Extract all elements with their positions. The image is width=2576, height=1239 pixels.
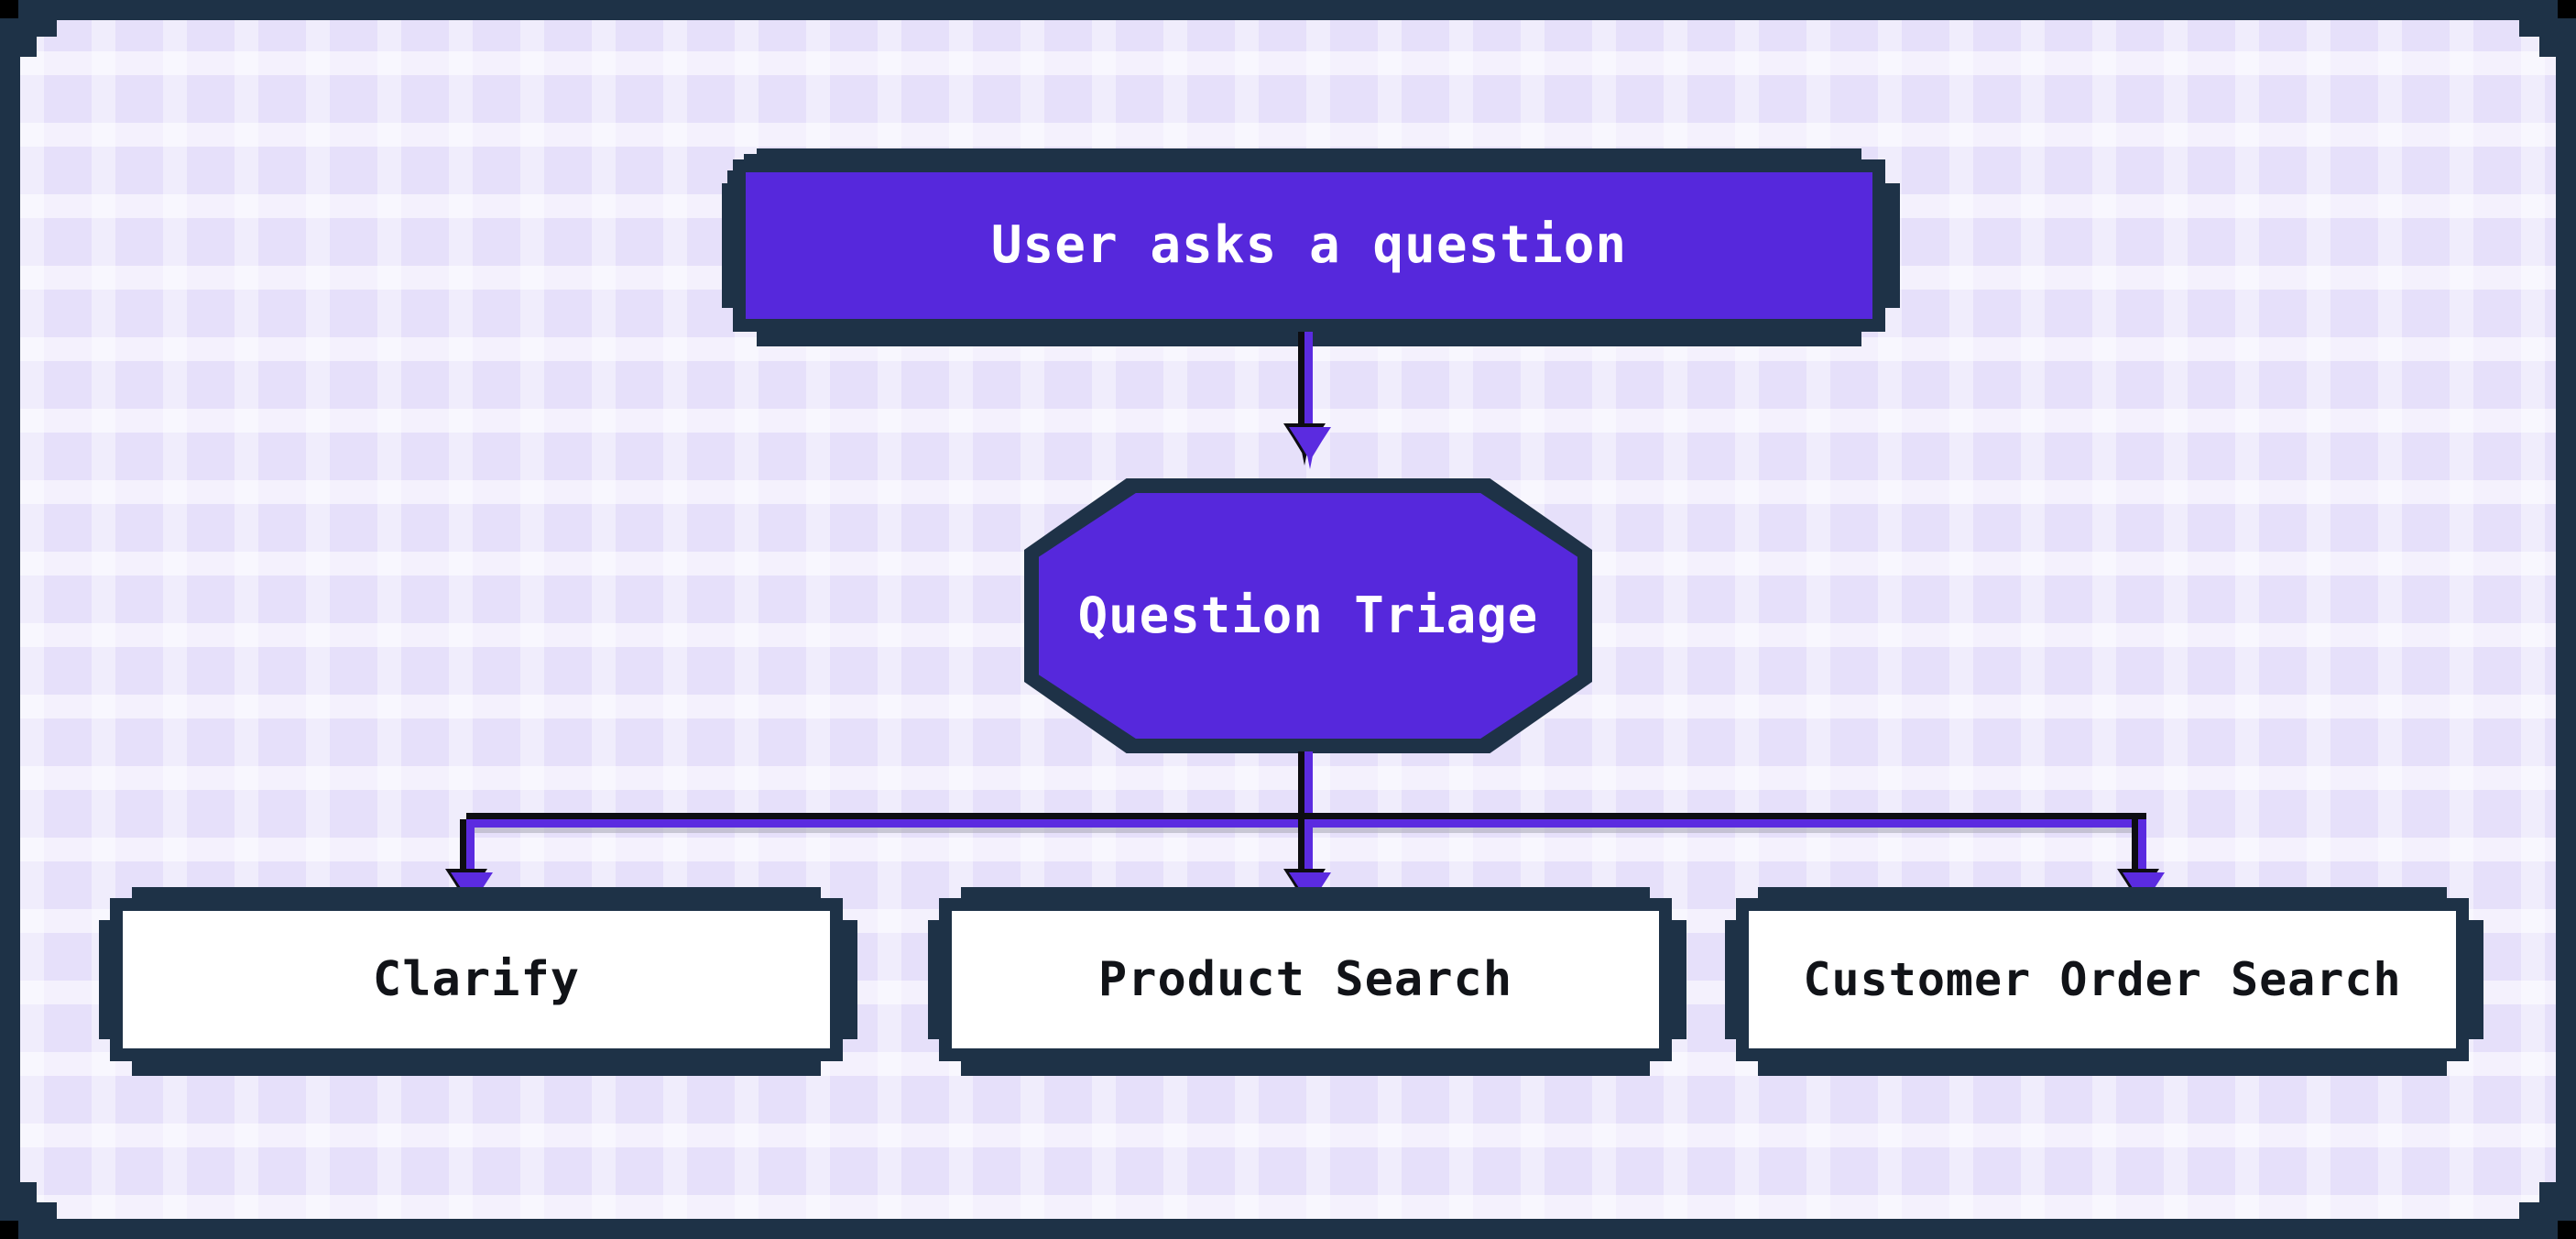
node-start-label: User asks a question (990, 215, 1628, 275)
node-start-corner-tl-1 (727, 170, 733, 183)
edge-start-triage-arrowhead (1283, 423, 1331, 469)
node-question-triage[interactable]: Question Triage (1024, 478, 1592, 753)
frame-corner-bottom-left (0, 1221, 18, 1239)
diagram-canvas: User asks a question Question Triage (20, 20, 2556, 1219)
node-start-edge-left (722, 183, 733, 308)
node-customer-body (1736, 898, 2469, 1061)
node-triage-body (1039, 493, 1577, 739)
node-clarify-edge-right (843, 920, 857, 1039)
node-customer-order-search[interactable]: Customer Order Search (1725, 887, 2483, 1076)
edge-triage-trunk-line (1298, 751, 1313, 825)
node-start-body (733, 159, 1885, 332)
node-start-corner-tl-2 (744, 154, 757, 159)
node-clarify[interactable]: Clarify (99, 887, 857, 1076)
node-product-edge-top (961, 887, 1650, 898)
edge-start-triage-line (1298, 332, 1313, 442)
node-product-search[interactable]: Product Search (928, 887, 1686, 1076)
edge-product-line (1298, 819, 1313, 898)
canvas-step-tl-b (20, 20, 37, 57)
node-product-edge-bottom (961, 1061, 1650, 1076)
node-customer-label: Customer Order Search (1803, 953, 2402, 1006)
canvas-step-br-b (2539, 1182, 2556, 1219)
canvas-step-tr-b (2539, 20, 2556, 57)
frame-corner-bottom-right (2558, 1221, 2576, 1239)
node-triage-label: Question Triage (1077, 587, 1539, 644)
node-customer-edge-left (1725, 920, 1736, 1039)
node-start-edge-right (1885, 183, 1900, 308)
node-clarify-body (110, 898, 843, 1061)
node-product-label: Product Search (1097, 952, 1513, 1007)
node-product-edge-right (1672, 920, 1686, 1039)
node-clarify-label: Clarify (372, 952, 581, 1007)
node-clarify-edge-bottom (132, 1061, 821, 1076)
node-product-edge-left (928, 920, 939, 1039)
node-clarify-edge-top (132, 887, 821, 898)
frame-corner-top-left (0, 0, 18, 18)
frame-corner-top-right (2558, 0, 2576, 18)
node-customer-edge-bottom (1758, 1061, 2447, 1076)
edge-customer-line (2132, 819, 2146, 898)
node-customer-edge-top (1758, 887, 2447, 898)
node-product-body (939, 898, 1672, 1061)
canvas-step-bl-b (20, 1182, 37, 1219)
edge-clarify-line (460, 819, 475, 898)
node-customer-edge-right (2469, 920, 2483, 1039)
node-user-asks-a-question[interactable]: User asks a question (722, 148, 1900, 346)
node-clarify-edge-left (99, 920, 110, 1039)
node-start-edge-top (757, 148, 1861, 159)
